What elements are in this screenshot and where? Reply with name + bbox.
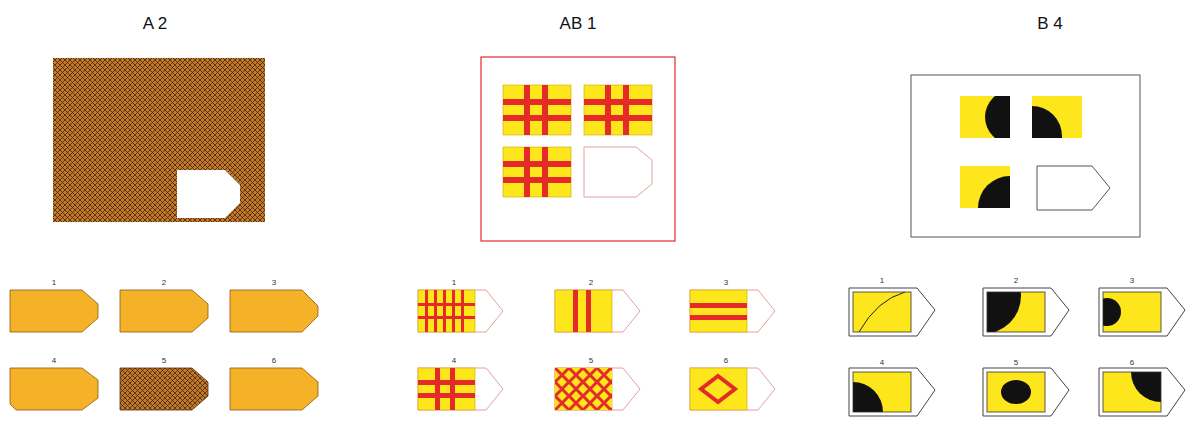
- option-number: 6: [1130, 358, 1134, 368]
- option-number: 1: [452, 278, 456, 288]
- panel-heading: B 4: [1037, 14, 1063, 34]
- option-number: 4: [52, 356, 56, 366]
- option-number: 3: [724, 278, 728, 288]
- missing-piece: [1037, 166, 1110, 210]
- puzzle-ab: [418, 57, 775, 410]
- panel-heading: A 2: [143, 14, 168, 34]
- puzzle-a: [10, 58, 318, 410]
- option-number: 3: [1130, 276, 1134, 286]
- option-number: 4: [880, 358, 884, 368]
- option-number: 2: [1014, 276, 1018, 286]
- matrix-frame: [481, 57, 675, 241]
- hatched-field: [53, 58, 265, 222]
- panel-heading: AB 1: [560, 14, 597, 34]
- option-number: 5: [162, 356, 166, 366]
- option-number: 1: [52, 278, 56, 288]
- option-number: 5: [1014, 358, 1018, 368]
- option-number: 2: [162, 278, 166, 288]
- missing-piece: [177, 170, 240, 218]
- option-number: 2: [589, 278, 593, 288]
- option-number: 3: [272, 278, 276, 288]
- option-number: 6: [724, 356, 728, 366]
- puzzle-b: [823, 75, 1191, 432]
- matrix-frame: [911, 75, 1140, 237]
- option-number: 6: [272, 356, 276, 366]
- answer-options: [418, 290, 775, 410]
- option-number: 5: [589, 356, 593, 366]
- option-number: 1: [880, 276, 884, 286]
- missing-piece: [584, 147, 652, 197]
- option-number: 4: [452, 356, 456, 366]
- answer-options: [823, 258, 1191, 432]
- answer-options: [10, 290, 318, 410]
